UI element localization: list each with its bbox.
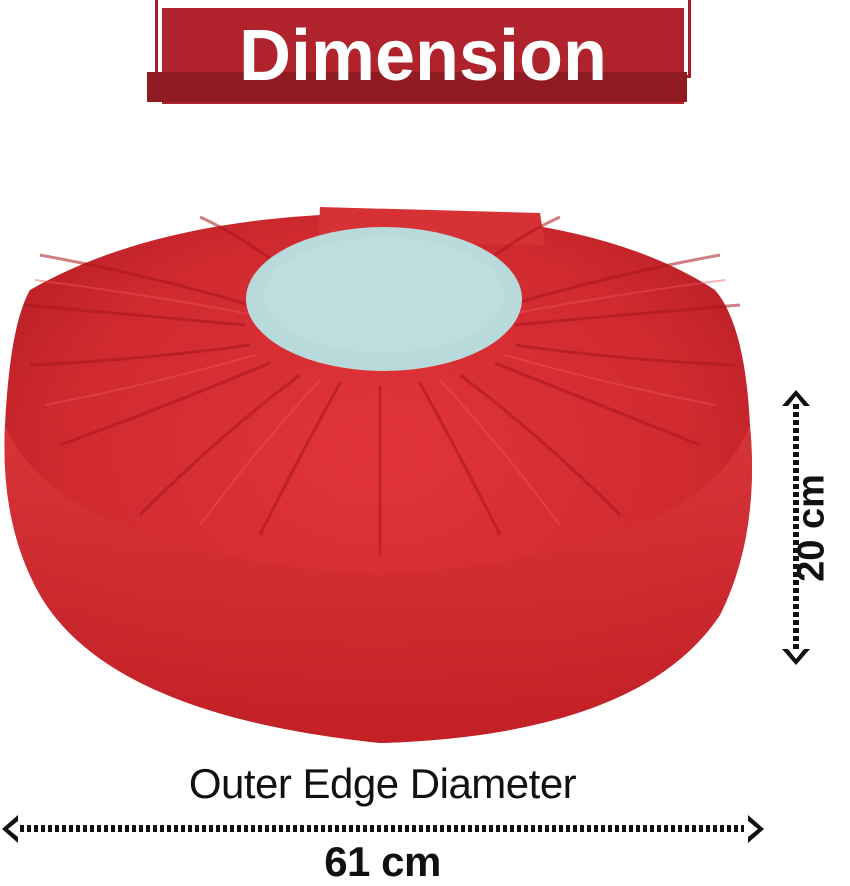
header-banner: Dimension [0,0,850,110]
banner-ribbon [147,72,687,102]
product-image [0,195,760,755]
width-indicator [0,814,770,844]
pouf-illustration [4,207,752,743]
page-title: Dimension [238,16,608,96]
arrow-right-icon [748,815,764,843]
banner-frame-gap [260,0,580,4]
arrow-up-icon [782,390,810,406]
diameter-value: 61 cm [324,838,441,885]
height-value-text: 20 cm [790,474,833,582]
arrow-down-icon [782,649,810,665]
height-indicator: 20 cm [770,390,850,665]
double-arrow-horizontal-icon [20,825,744,832]
diameter-title: Outer Edge Diameter [188,760,577,807]
arrow-left-icon [2,815,18,843]
double-arrow-vertical-icon [793,404,799,652]
